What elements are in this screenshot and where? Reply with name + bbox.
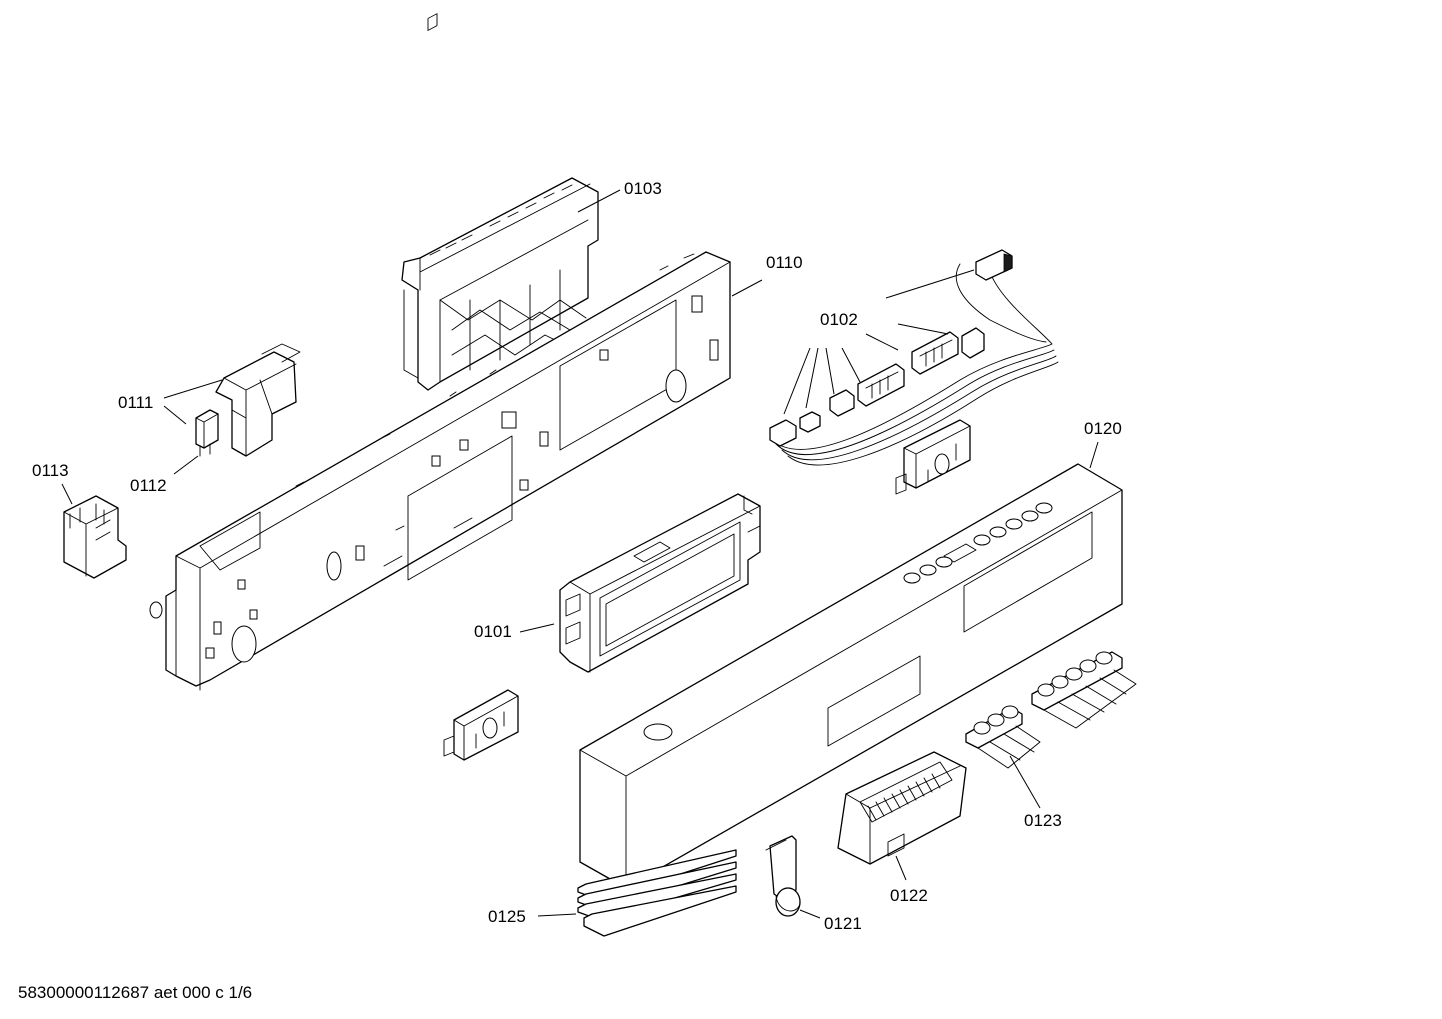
leader-0101 (519, 623, 555, 633)
part-0112-suppressor[interactable] (195, 409, 219, 457)
leader-0102c (825, 347, 835, 395)
leader-0102d (841, 347, 861, 383)
label-0123: 0123 (1024, 811, 1062, 830)
leader-0102e (865, 333, 899, 351)
label-0111: 0111 (118, 393, 153, 412)
part-0120-front-panel[interactable] (579, 463, 1123, 889)
label-0103: 0103 (624, 179, 662, 198)
label-0122: 0122 (890, 886, 928, 905)
leader-0120 (1089, 441, 1099, 469)
document-id: 58300000112687 aet 000 c 1/6 (18, 983, 252, 1002)
part-0113-relay[interactable] (63, 495, 127, 579)
part-0125-foil-strips[interactable] (577, 849, 737, 937)
label-0120: 0120 (1084, 419, 1122, 438)
part-0122-handle-grip[interactable] (837, 751, 967, 865)
label-0121: 0121 (824, 914, 862, 933)
leader-0113 (61, 483, 73, 505)
label-0102: 0102 (820, 310, 858, 329)
label-0113: 0113 (32, 461, 69, 480)
leader-0121 (799, 909, 821, 919)
leader-0123 (1009, 755, 1041, 809)
leader-0111b (163, 405, 187, 425)
leader-0102a (783, 347, 811, 415)
clip-lower[interactable] (443, 689, 519, 761)
label-0101: 0101 (474, 622, 512, 641)
part-0102-wiring-harness[interactable] (769, 249, 1059, 466)
leader-0110 (731, 279, 763, 297)
clip-upper[interactable] (895, 419, 971, 495)
leader-0122 (895, 855, 907, 881)
label-0112: 0112 (130, 476, 167, 495)
part-0110-frame[interactable] (149, 251, 731, 691)
part-0121-latch-knob[interactable] (765, 835, 801, 917)
label-0125: 0125 (488, 907, 526, 926)
part-0103-control-module[interactable] (401, 13, 599, 391)
leader-0102b (805, 347, 819, 409)
label-0110: 0110 (766, 253, 803, 272)
leader-0125 (537, 913, 577, 917)
part-0123-button-strips[interactable] (965, 651, 1137, 769)
leader-0102f (897, 323, 949, 335)
leader-0102g (885, 269, 975, 299)
part-0111-switch[interactable] (215, 343, 301, 457)
part-0101-display-module[interactable] (559, 493, 761, 673)
leader-0112 (173, 455, 199, 475)
leader-0103 (577, 189, 621, 213)
leader-0111 (163, 379, 223, 399)
